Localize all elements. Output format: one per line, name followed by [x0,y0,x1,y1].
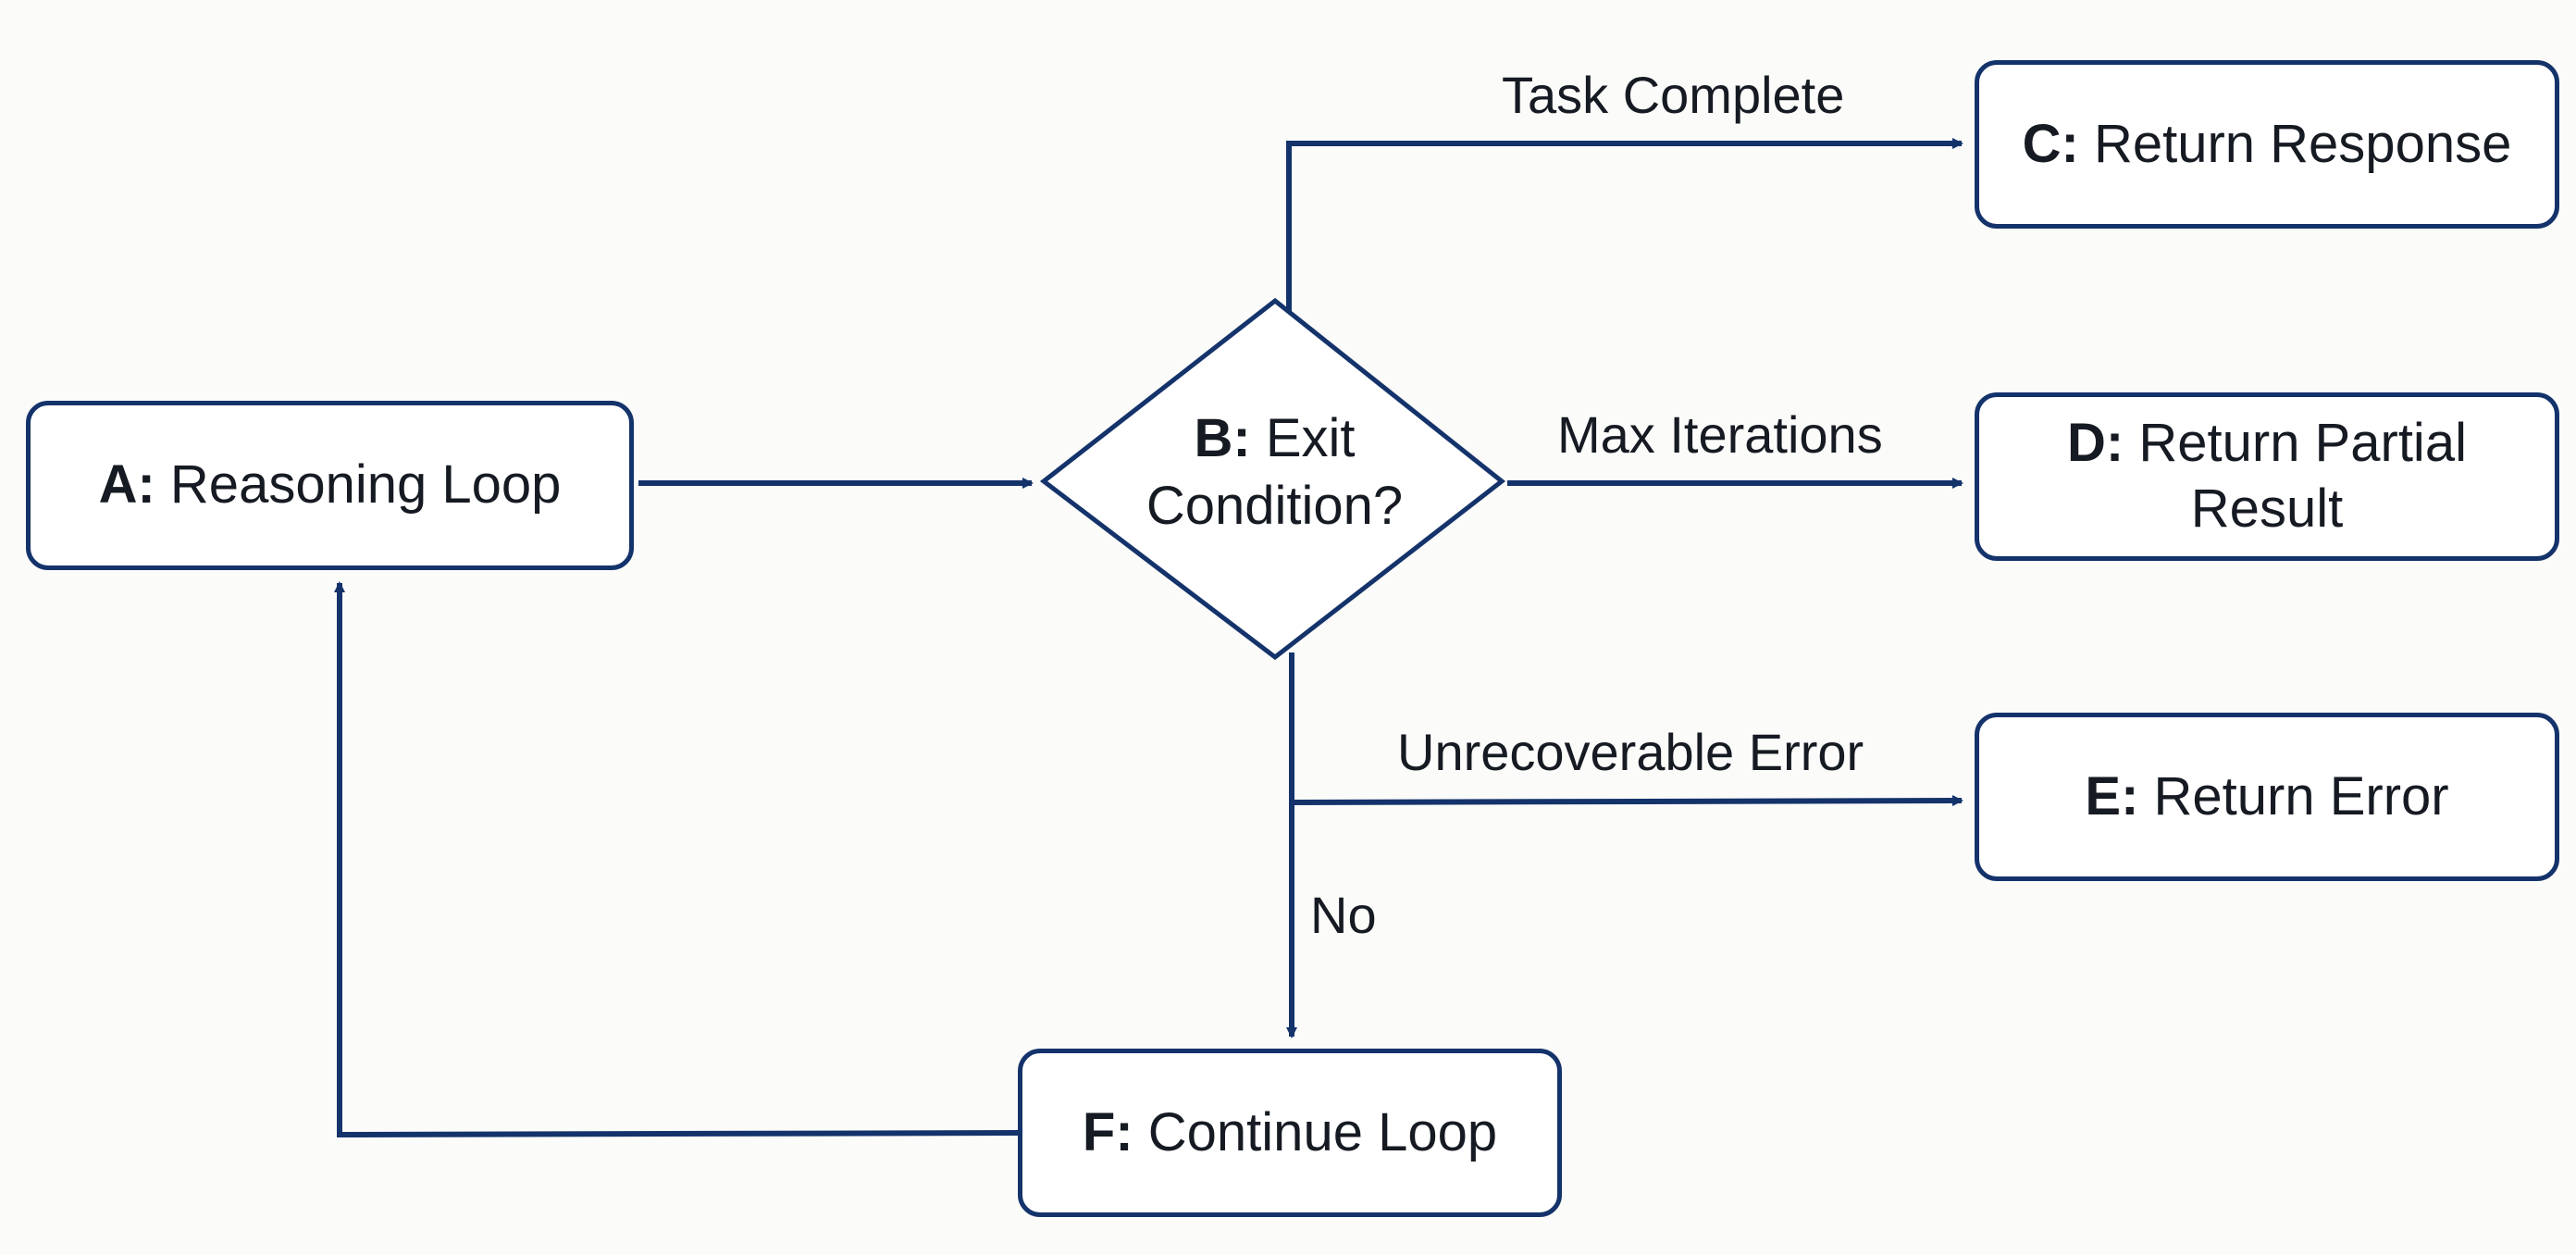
node-f-continue-loop: F: Continue Loop [1018,1049,1562,1217]
node-c-id: C: [2022,113,2079,174]
edge-label-max-iterations: Max Iterations [1557,405,1883,464]
edge-label-unrecoverable-error: Unrecoverable Error [1397,723,1864,781]
edge-b-to-c [1286,138,1963,312]
node-b-label-line1: Exit [1265,408,1356,468]
node-a-reasoning-loop: A: Reasoning Loop [26,401,634,570]
edge-label-task-complete: Task Complete [1502,66,1845,124]
node-f-label: Continue Loop [1147,1101,1498,1162]
node-d-return-partial-result: D: Return Partial Result [1975,392,2559,561]
node-d-label-line2: Result [2190,478,2344,539]
edge-label-no: No [1310,886,1377,944]
node-e-label: Return Error [2153,765,2449,826]
node-d-id: D: [2067,413,2124,474]
edge-f-to-a [334,581,1019,1138]
node-e-id: E: [2085,765,2139,826]
node-c-return-response: C: Return Response [1975,60,2559,229]
node-b-label-line2: Condition? [1146,475,1404,536]
edge-b-to-e [1291,795,1963,807]
node-b-exit-condition: B: Exit Condition? [1120,405,1430,540]
node-f-id: F: [1082,1101,1133,1162]
node-e-return-error: E: Return Error [1975,713,2559,881]
node-d-label-line1: Return Partial [2138,413,2467,474]
node-a-id: A: [98,454,155,516]
decision-diamond-b [1039,297,1506,661]
node-a-label: Reasoning Loop [169,454,562,516]
node-c-label: Return Response [2093,113,2512,174]
node-b-id: B: [1194,408,1251,468]
